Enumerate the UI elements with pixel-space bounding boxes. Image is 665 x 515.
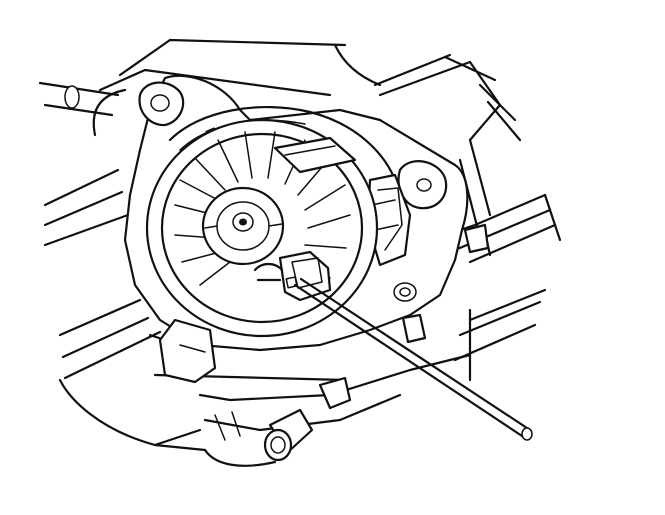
lower-bracket-icon: [158, 223, 490, 410]
wiring-harness-connector-icon: [253, 136, 357, 302]
drain-tube-icon: [214, 408, 314, 462]
probe-tool-icon: [293, 277, 533, 441]
air-duct-icon: [38, 38, 562, 467]
